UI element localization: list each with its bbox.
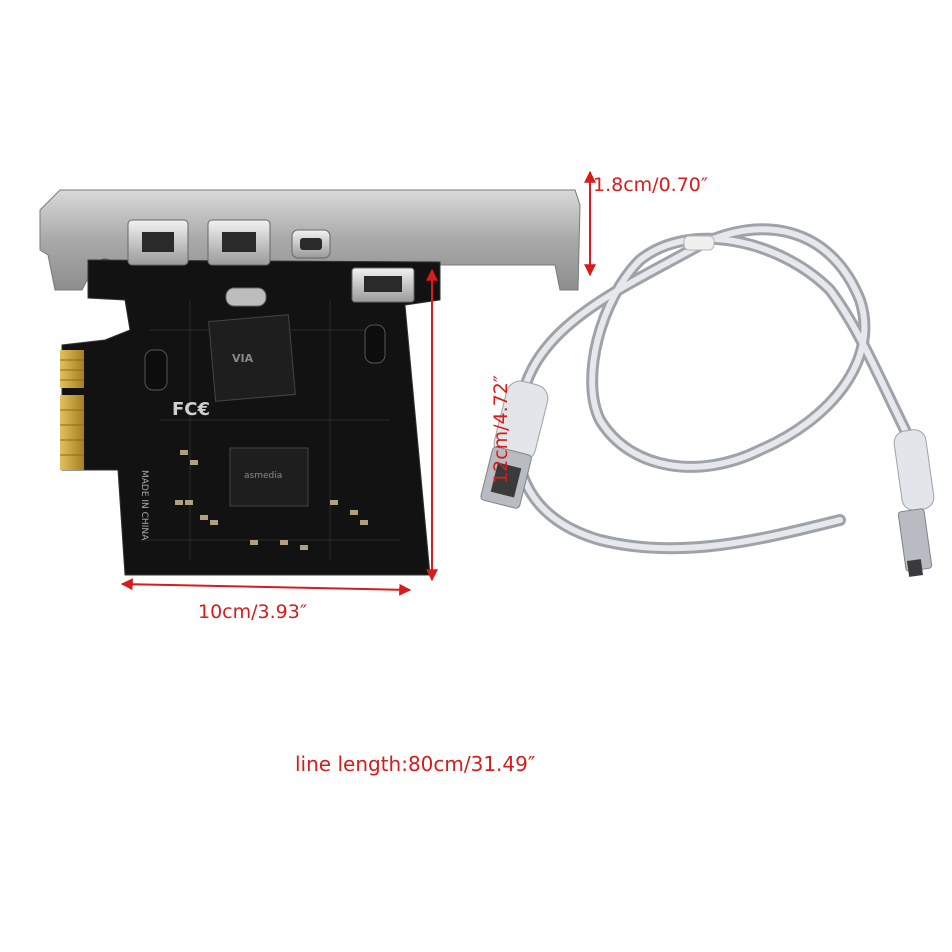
mini-firewire-port (291, 229, 331, 259)
smd-components (175, 450, 368, 550)
gold-contacts (60, 350, 84, 470)
four-pin-connector (893, 429, 935, 577)
svg-text:asmedia: asmedia (244, 471, 282, 481)
six-pin-connector (480, 380, 549, 509)
internal-firewire-port (351, 267, 415, 303)
bracket-height-label: 1.8cm/0.70″ (593, 174, 708, 196)
pcb-board (61, 259, 441, 576)
svg-text:VIA: VIA (232, 352, 254, 365)
origin-mark: MADE IN CHINA (139, 470, 149, 541)
cable-length-label: line length:80cm/31.49″ (295, 752, 536, 776)
firewire-port-1 (127, 219, 189, 266)
firewire-port-2 (207, 219, 271, 266)
crystal (225, 287, 267, 307)
bridge-chip: asmedia (229, 447, 309, 507)
fcc-mark: FC€ (172, 399, 210, 420)
capacitor (144, 324, 386, 391)
dimension-arrow-width (120, 578, 412, 596)
controller-chip: VIA (208, 314, 296, 402)
card-height-label: 12cm/4.72″ (489, 375, 512, 484)
card-width-label: 10cm/3.93″ (198, 601, 307, 623)
cable-tie (683, 235, 715, 251)
